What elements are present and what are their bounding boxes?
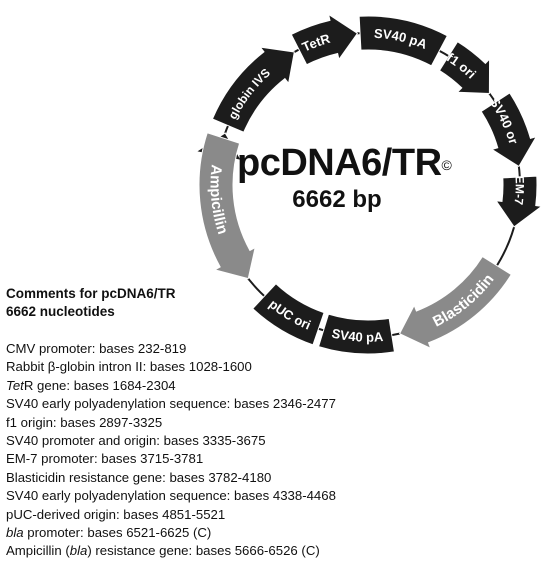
comments-heading: Comments for pcDNA6/TR 6662 nucleotides	[6, 285, 176, 321]
plasmid-name: pcDNA6/TR©	[237, 142, 452, 184]
feature-line: Rabbit β-globin intron II: bases 1028-16…	[6, 359, 252, 375]
segment-sv40-ori	[480, 92, 538, 168]
copyright-mark: ©	[441, 157, 452, 173]
feature-line: SV40 early polyadenylation sequence: bas…	[6, 488, 336, 504]
feature-line: SV40 early polyadenylation sequence: bas…	[6, 396, 336, 412]
feature-line: bla promoter: bases 6521-6625 (C)	[6, 525, 212, 541]
segment-blasticidin	[398, 255, 513, 350]
segment-sv40-pa	[358, 15, 449, 67]
comments-title: Comments for pcDNA6/TR	[6, 286, 176, 301]
segment-tetr	[290, 13, 359, 66]
segment-ampicillin	[198, 132, 256, 280]
segment-em-7	[494, 175, 543, 228]
plasmid-size: 6662 bp	[292, 186, 382, 213]
feature-line: f1 origin: bases 2897-3325	[6, 414, 163, 430]
segment-sv40-pa	[317, 313, 396, 355]
feature-line: pUC-derived origin: bases 4851-5521	[6, 506, 226, 522]
segment-globin-ivs	[211, 46, 295, 133]
segment-puc-ori	[252, 283, 325, 346]
segment-label: SV40 pA	[330, 326, 384, 345]
feature-line: CMV promoter: bases 232-819	[6, 341, 187, 356]
feature-line: Ampicillin (bla) resistance gene: bases …	[6, 543, 320, 559]
segment-label: EM-7	[511, 175, 526, 206]
segment-f1-ori	[438, 40, 491, 95]
feature-line: TetR gene: bases 1684-2304	[6, 377, 176, 393]
feature-line: SV40 promoter and origin: bases 3335-367…	[6, 433, 266, 449]
feature-line: Blasticidin resistance gene: bases 3782-…	[6, 469, 272, 485]
comments-subtitle: 6662 nucleotides	[6, 304, 115, 319]
feature-line: EM-7 promoter: bases 3715-3781	[6, 451, 204, 467]
